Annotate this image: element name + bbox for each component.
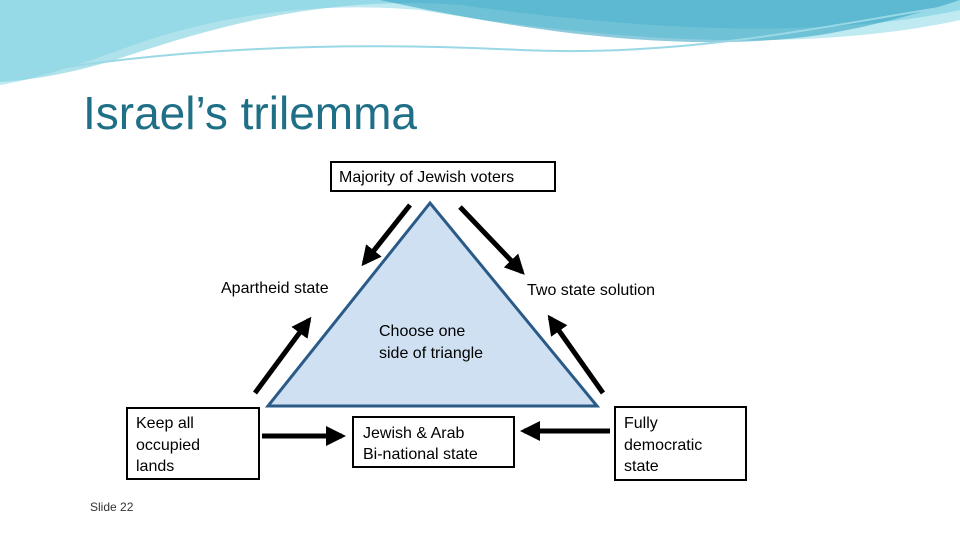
arrow-up-left-side <box>252 316 312 395</box>
two-state-solution-label: Two state solution <box>527 282 656 299</box>
fully-democratic-state-box: Fully democratic state <box>614 406 747 481</box>
keep-occupied-lands-line1: Keep all <box>136 415 194 432</box>
arrow-to-apartheid <box>361 203 412 267</box>
arrow-up-right-side <box>547 314 606 395</box>
fully-democratic-line3: state <box>624 458 659 475</box>
choose-side-note-line1: Choose one <box>379 323 466 340</box>
keep-occupied-lands-line3: lands <box>136 458 175 475</box>
binational-state-line2: Bi-national state <box>363 446 478 463</box>
slide-title: Israel’s trilemma <box>83 87 417 139</box>
arrow-to-two-state <box>458 205 525 275</box>
fully-democratic-line1: Fully <box>624 415 658 432</box>
apartheid-state-label: Apartheid state <box>221 280 329 297</box>
choice-triangle <box>264 200 601 408</box>
binational-state-line1: Jewish & Arab <box>363 425 465 442</box>
fully-democratic-line2: democratic <box>624 436 703 454</box>
keep-occupied-lands-box: Keep all occupied lands <box>126 407 260 480</box>
keep-occupied-lands-line2: occupied <box>136 436 201 454</box>
slide-number: Slide 22 <box>90 500 134 514</box>
choose-side-note: Choose one side of triangle <box>379 321 483 365</box>
majority-jewish-voters-label: Majority of Jewish voters <box>339 169 515 186</box>
header-wave-decoration <box>0 0 960 85</box>
choose-side-note-line2: side of triangle <box>379 345 484 362</box>
majority-jewish-voters-box: Majority of Jewish voters <box>330 161 556 192</box>
binational-state-box: Jewish & Arab Bi-national state <box>352 416 515 468</box>
